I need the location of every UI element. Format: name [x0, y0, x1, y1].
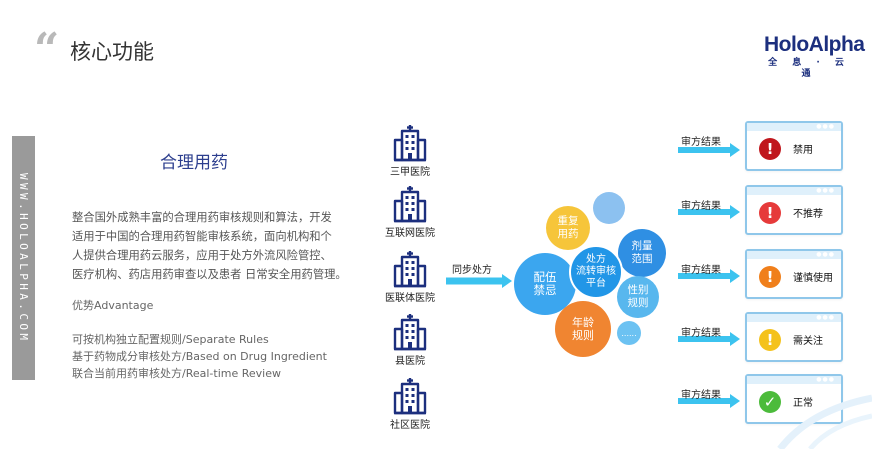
- hospital-label: 县医院: [395, 356, 425, 367]
- advantage-title: 优势Advantage: [72, 299, 154, 312]
- hospital-building-icon: [393, 186, 427, 223]
- bubble-blank: [593, 192, 625, 224]
- warning-orange-icon: !: [759, 266, 781, 288]
- result-label: 审方结果: [681, 390, 721, 401]
- hospital-label: 医联体医院: [385, 293, 435, 304]
- bubble-duplicate-medication: 重复用药: [546, 206, 590, 250]
- bubble-gender-rule: 性别规则: [617, 276, 659, 318]
- hospital-building-icon: [393, 125, 427, 162]
- description-line: 适用于中国的合理用药智能审核系统，面向机构和个: [72, 230, 332, 243]
- brand-logo: HoloAlpha 全 息 · 云 通: [764, 33, 865, 80]
- advantage-list: 可按机构独立配置规则/Separate Rules 基于药物成分审核处方/Bas…: [72, 331, 327, 382]
- warning-yellow-icon: !: [759, 329, 781, 351]
- hospital-node: 县医院: [379, 313, 441, 367]
- result-card: ●●●! 谨慎使用: [745, 249, 843, 299]
- hospital-node: 互联网医院: [379, 185, 441, 239]
- side-url-text: WWW.HOLOALPHA.COM: [17, 172, 30, 344]
- result-arrow: [678, 143, 740, 157]
- result-status: 正常: [793, 398, 813, 409]
- hospital-building-icon: [393, 314, 427, 351]
- result-card-titlebar: ●●●: [747, 123, 841, 131]
- result-status: 需关注: [793, 336, 823, 347]
- window-dots-icon: ●●●: [816, 251, 835, 258]
- result-arrow: [678, 394, 740, 408]
- result-label: 审方结果: [681, 201, 721, 212]
- hospital-building-icon: [393, 378, 427, 415]
- advantage-item: 可按机构独立配置规则/Separate Rules: [72, 333, 269, 346]
- advantage-item: 基于药物成分审核处方/Based on Drug Ingredient: [72, 350, 327, 363]
- logo-wordmark: HoloAlpha: [764, 33, 865, 56]
- hospital-node: 社区医院: [379, 377, 441, 431]
- sync-prescription-label: 同步处方: [452, 265, 492, 276]
- bubble-dose-range: 剂量范围: [618, 229, 666, 277]
- window-dots-icon: ●●●: [816, 123, 835, 130]
- bubble-review-platform: 处方流转审核平台: [569, 245, 623, 299]
- hospital-label: 互联网医院: [385, 228, 435, 239]
- window-dots-icon: ●●●: [816, 376, 835, 383]
- stop-icon: !: [759, 138, 781, 160]
- result-status: 禁用: [793, 145, 813, 156]
- bubble-more: ......: [617, 321, 641, 345]
- description-line: 人提供合理用药云服务，应用于处方外流风险管控、: [72, 249, 332, 262]
- result-card-titlebar: ●●●: [747, 376, 841, 384]
- bubble-age-rule: 年龄规则: [555, 301, 611, 357]
- hospital-label: 社区医院: [390, 420, 430, 431]
- hospital-node: 医联体医院: [379, 250, 441, 304]
- result-label: 审方结果: [681, 328, 721, 339]
- result-label: 审方结果: [681, 137, 721, 148]
- window-dots-icon: ●●●: [816, 187, 835, 194]
- result-arrow: [678, 269, 740, 283]
- hospital-label: 三甲医院: [390, 167, 430, 178]
- warning-red-icon: !: [759, 202, 781, 224]
- bubble-incompatibility: 配伍禁忌: [514, 253, 576, 315]
- result-card-titlebar: ●●●: [747, 314, 841, 322]
- hospital-building-icon: [393, 251, 427, 288]
- result-label: 审方结果: [681, 265, 721, 276]
- result-arrow: [678, 332, 740, 346]
- result-status: 谨慎使用: [793, 273, 833, 284]
- result-card: ●●●! 需关注: [745, 312, 843, 362]
- result-card-titlebar: ●●●: [747, 187, 841, 195]
- description: 整合国外成熟丰富的合理用药审核规则和算法，开发 适用于中国的合理用药智能审核系统…: [72, 208, 372, 284]
- result-card-titlebar: ●●●: [747, 251, 841, 259]
- check-icon: ✓: [759, 391, 781, 413]
- page-title: 核心功能: [70, 40, 154, 64]
- decorative-swoosh: [777, 394, 872, 449]
- result-card: ●●●! 不推荐: [745, 185, 843, 235]
- advantage-item: 联合当前用药审核处方/Real-time Review: [72, 367, 281, 380]
- window-dots-icon: ●●●: [816, 314, 835, 321]
- description-line: 医疗机构、药店用药审查以及患者 日常安全用药管理。: [72, 268, 347, 281]
- logo-subtitle: 全 息 · 云 通: [768, 58, 850, 79]
- hospital-node: 三甲医院: [379, 124, 441, 178]
- result-arrow: [678, 205, 740, 219]
- result-card: ●●●! 禁用: [745, 121, 843, 171]
- result-status: 不推荐: [793, 209, 823, 220]
- side-url-bar: WWW.HOLOALPHA.COM: [12, 136, 35, 380]
- section-title: 合理用药: [160, 153, 228, 173]
- sync-arrow: [446, 274, 512, 288]
- description-line: 整合国外成熟丰富的合理用药审核规则和算法，开发: [72, 211, 332, 224]
- quote-mark-icon: “: [34, 24, 60, 75]
